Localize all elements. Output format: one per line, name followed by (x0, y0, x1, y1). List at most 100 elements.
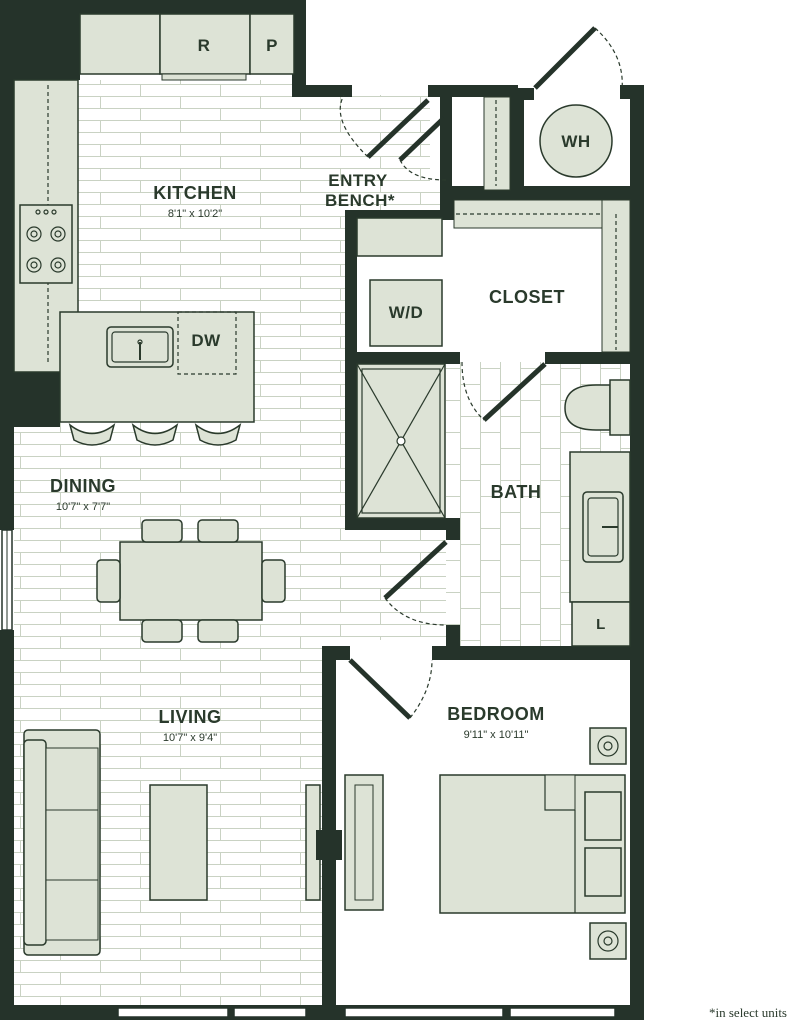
bedroom-door-swing (409, 659, 433, 719)
lamp-icon (597, 735, 619, 757)
wall-bench-top (345, 210, 455, 220)
counter-top-cabinets (79, 13, 161, 75)
washer-dryer-label: W/D (389, 303, 424, 322)
wall-right (630, 85, 644, 1020)
entry-bench-label-line1: ENTRY (328, 171, 388, 190)
entry-door-leaf-1 (366, 98, 430, 159)
window-bottom-1 (117, 1007, 229, 1018)
nightstand (589, 922, 627, 960)
wall-closet-left-top (440, 186, 454, 216)
water-heater (539, 104, 613, 178)
shower-drain-icon (396, 436, 406, 446)
wall-kitchen-top-step (292, 0, 306, 95)
washer-dryer (369, 279, 443, 347)
pantry (249, 13, 295, 75)
fixture-labels: R P DW W/D WH L (191, 36, 606, 633)
wall-left-upper (0, 0, 14, 530)
wall-center-vertical (345, 210, 357, 530)
entry-bench (356, 217, 443, 257)
nightstand (589, 727, 627, 765)
kitchen-label: KITCHEN (153, 183, 237, 203)
bedroom-door-leaf (348, 658, 412, 720)
chair-icon (197, 519, 239, 543)
wall-entry-top (292, 85, 352, 97)
bath-door-leaf (383, 540, 448, 600)
closet-door-leaf (482, 362, 547, 422)
bedroom-furniture (336, 727, 627, 960)
window-bottom-3 (344, 1007, 504, 1018)
burner-icon (26, 257, 42, 273)
bedroom-dims: 9'11" x 10'11" (464, 729, 529, 741)
refrigerator-label: R (198, 36, 211, 55)
linen-cabinet (571, 601, 631, 647)
wall-kitchen-top (80, 0, 295, 14)
burner-icon (50, 257, 66, 273)
wh-door-leaf (533, 26, 597, 90)
kitchen-dims: 8'1" x 10'2" (168, 208, 222, 220)
wall-bath-left-lower (446, 518, 460, 540)
stool-icon (68, 423, 116, 446)
dining-set (96, 519, 286, 643)
wall-shower-bottom (345, 518, 460, 530)
pillow (584, 791, 622, 841)
doors (339, 26, 623, 720)
entry-door-swing (339, 94, 369, 158)
chair-icon (141, 519, 183, 543)
dining-dims: 10'7" x 7'7" (56, 501, 110, 513)
wall-closet-bottom-right (545, 352, 640, 364)
dishwasher-label: DW (191, 331, 221, 350)
wall-corridor-right (510, 90, 524, 190)
wall-entry-post (428, 85, 518, 97)
wall-bedroom-left (322, 646, 336, 1020)
burner-icon (50, 226, 66, 242)
footnote: *in select units (709, 1005, 787, 1020)
wall-closet-top (440, 186, 640, 200)
bath-fixtures (356, 363, 631, 647)
window-bottom-4 (509, 1007, 616, 1018)
living-dims: 10'7" x 9'4" (163, 732, 217, 744)
wh-door-swing (594, 27, 623, 91)
water-heater-label: WH (561, 132, 590, 151)
linen-label: L (596, 616, 606, 633)
kitchen-pillar (14, 372, 60, 427)
living-furniture (23, 729, 324, 956)
pillow (584, 847, 622, 897)
window-bottom-2 (233, 1007, 307, 1018)
entry-shelf (483, 96, 511, 191)
refrigerator (159, 13, 251, 75)
windows (1, 529, 616, 1018)
wall-bedroom-top (432, 646, 640, 660)
chair-icon (261, 559, 286, 603)
entry-door-leaf-2 (398, 116, 446, 162)
lamp-icon (597, 930, 619, 952)
cooktop (19, 204, 73, 284)
wall-top-left-block (0, 0, 80, 80)
wall-wh-left (518, 88, 534, 100)
bath-label: BATH (491, 482, 542, 502)
walls (0, 0, 644, 1020)
wall-closet-bottom-left (345, 352, 460, 364)
dining-label: DINING (50, 476, 116, 496)
closet-label: CLOSET (489, 287, 565, 307)
stool-icon (131, 423, 179, 446)
dishwasher (177, 311, 237, 375)
bedroom-label: BEDROOM (447, 704, 545, 724)
closet-door-swing (461, 361, 485, 421)
toilet (564, 384, 611, 431)
closet-fixtures (369, 199, 631, 353)
chair-icon (141, 619, 183, 643)
dining-table (119, 541, 263, 621)
wall-left-lower (0, 630, 14, 1020)
wall-bath-bottom-post (446, 625, 460, 650)
chair-icon (96, 559, 121, 603)
living-label: LIVING (158, 707, 221, 727)
entry-bench-label-line2: BENCH* (325, 191, 395, 210)
kitchen-fixtures (13, 13, 295, 446)
coffee-table (149, 784, 208, 901)
chair-icon (197, 619, 239, 643)
room-labels: KITCHEN 8'1" x 10'2" ENTRY BENCH* DINING… (50, 171, 565, 744)
pantry-label: P (266, 36, 278, 55)
burner-icon (26, 226, 42, 242)
stool-icon (194, 423, 242, 446)
